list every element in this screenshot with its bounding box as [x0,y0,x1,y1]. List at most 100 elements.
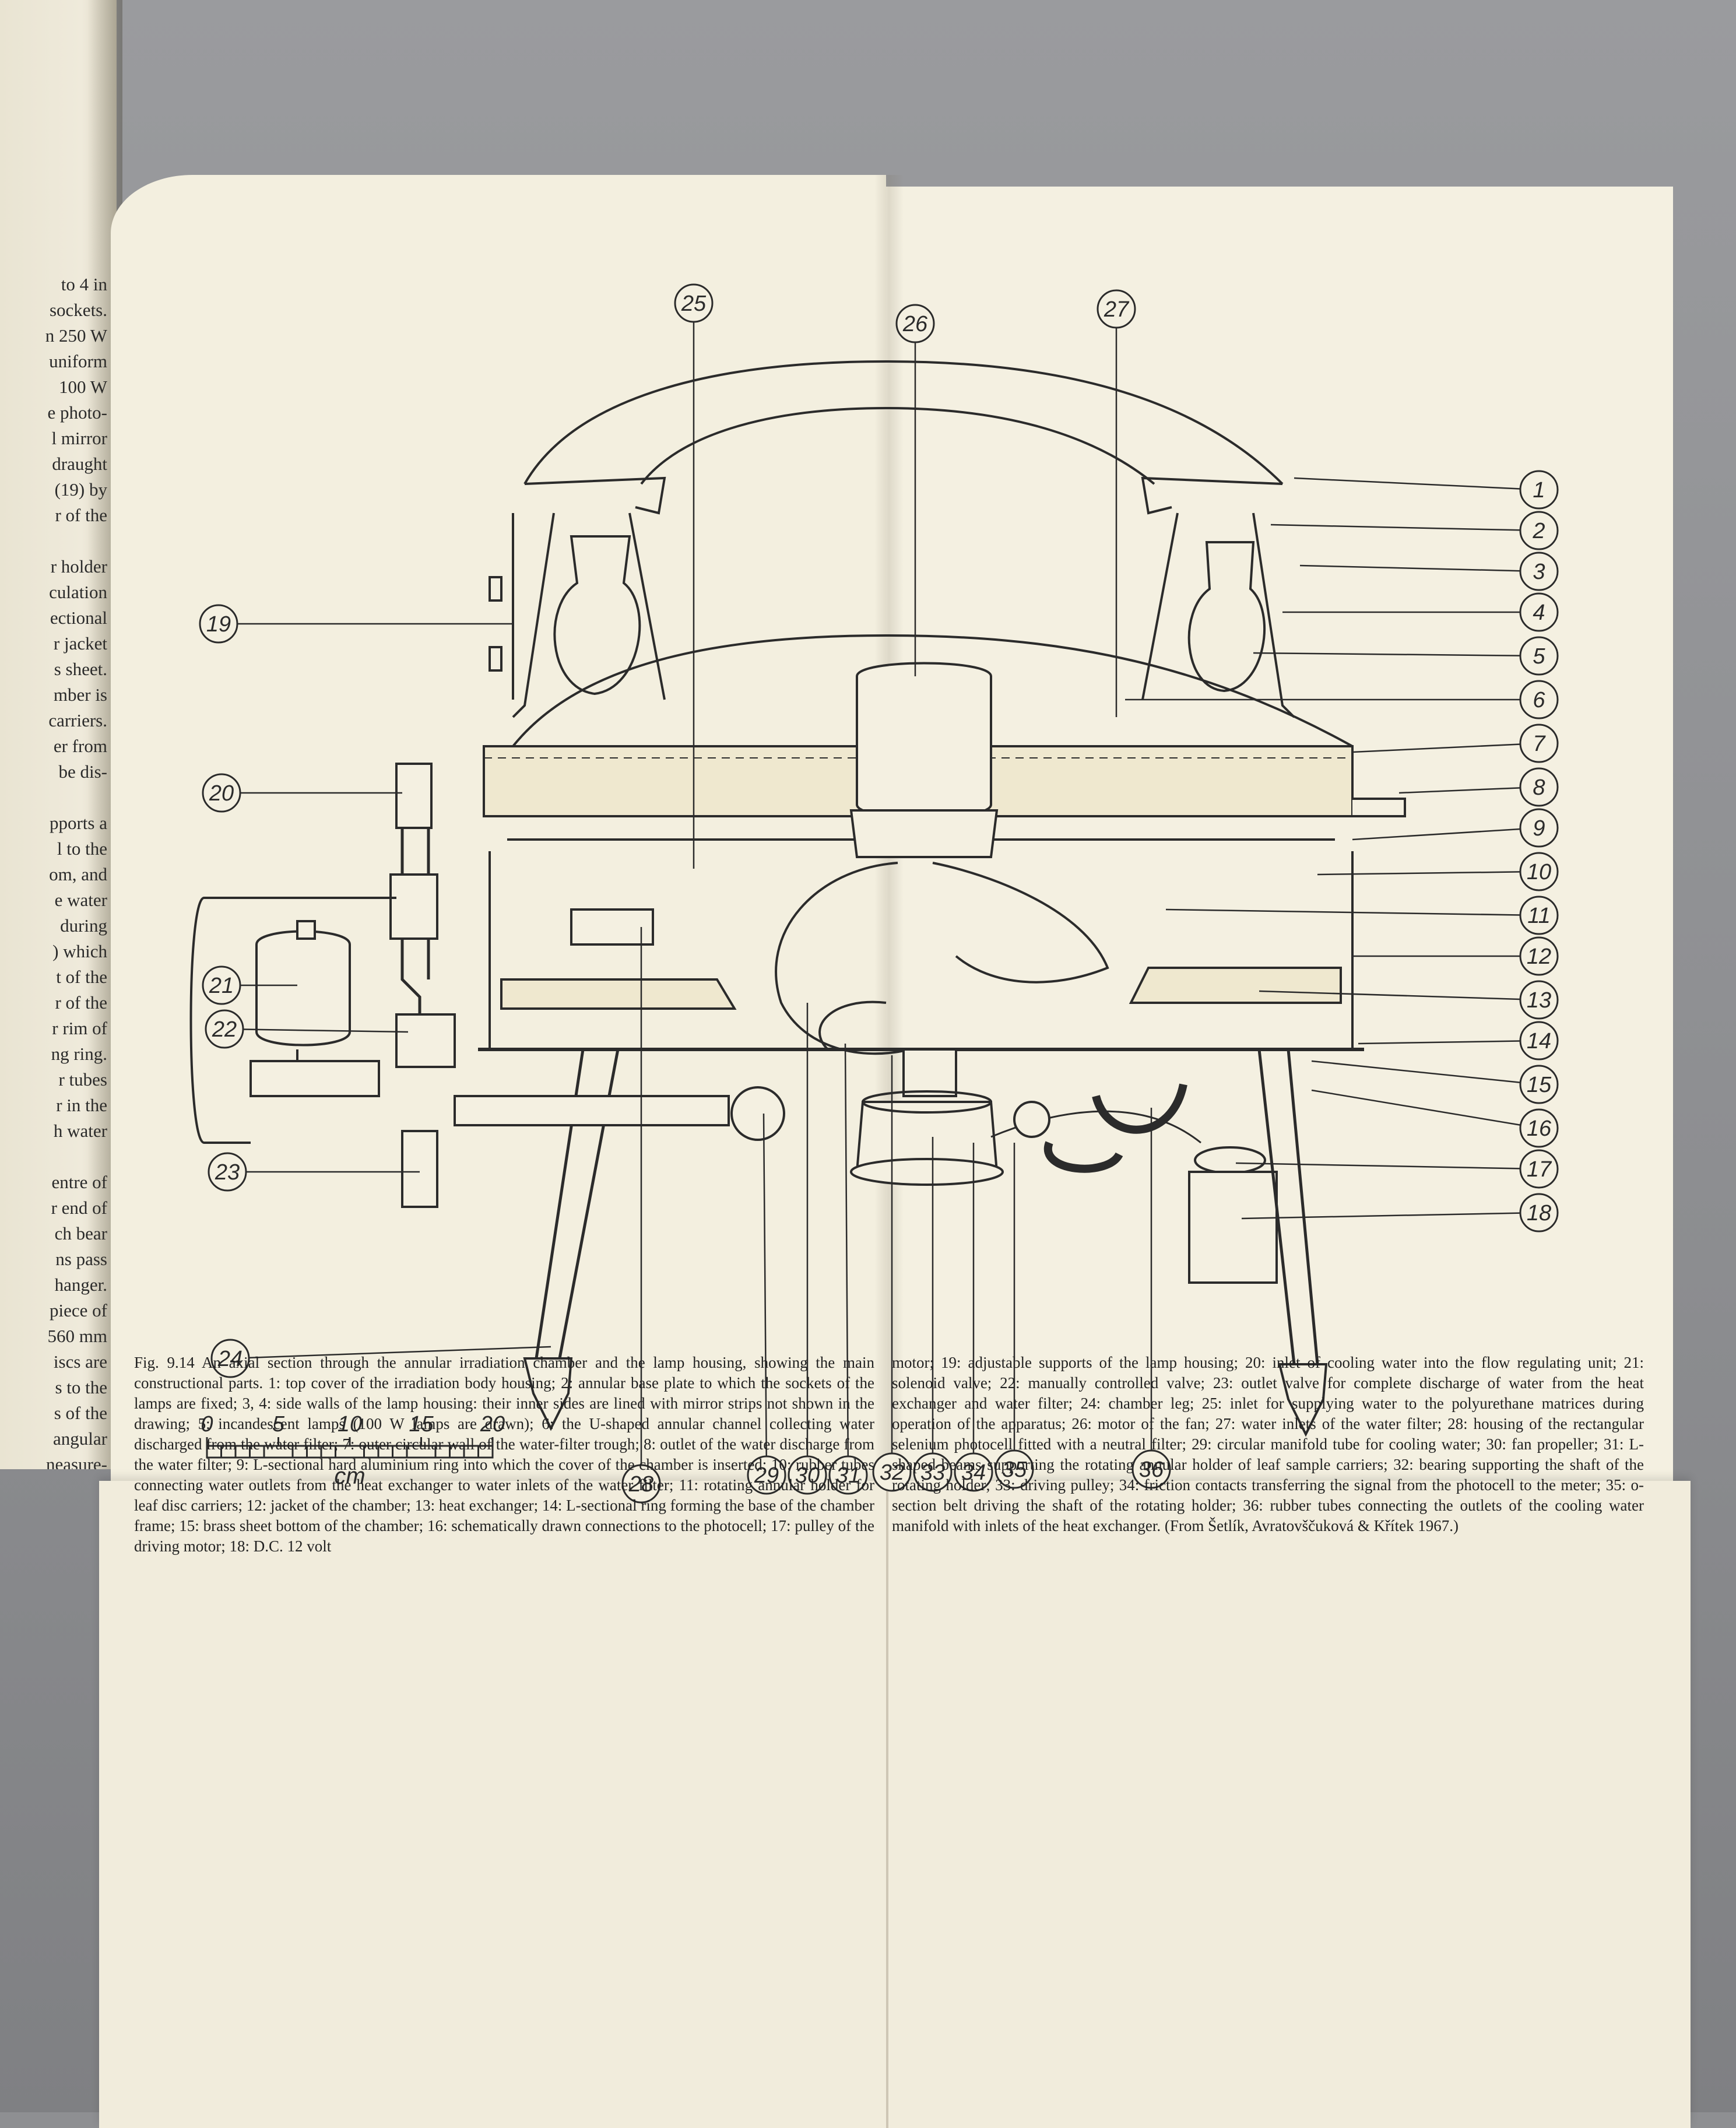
callout-number: 6 [1533,688,1545,712]
callout-number: 12 [1527,944,1551,969]
previous-page-line: t of the [56,967,107,987]
callout-31: 31 [828,1043,868,1495]
callout-circle [954,1452,993,1492]
leader-line [1294,477,1521,490]
foldout-flap [99,1481,1691,2128]
callout-circle [1519,1108,1559,1148]
previous-page-line: entre of [51,1172,107,1192]
callout-circle [1519,511,1559,550]
scale-tick-label: 0 [201,1412,213,1437]
callout-circle [674,283,714,323]
leader-line [1241,1212,1521,1220]
callout-circle [1519,808,1559,848]
previous-page-line: ectional [50,608,107,628]
callout-number: 34 [961,1460,986,1485]
previous-page-line: culation [49,582,107,602]
callout-circle [895,304,935,343]
callout-circle [208,1152,247,1192]
callout-circle [1519,1065,1559,1104]
callout-number: 17 [1527,1157,1552,1182]
previous-page-line: l mirror [51,428,107,448]
fan-propeller [775,862,910,1055]
callout-16: 16 [1311,1089,1559,1148]
chamber-leg-right [1278,1363,1328,1437]
callout-circle [210,1339,250,1378]
foldout-crease [886,1481,888,2128]
outlet-valve [401,1130,438,1208]
callout-26: 26 [895,304,935,676]
previous-page-line: piece of [50,1300,107,1321]
leader-line [1352,828,1521,841]
callout-33: 33 [913,1137,953,1492]
callout-number: 4 [1533,601,1545,625]
callout-circle [1519,636,1559,676]
callout-32: 32 [872,1055,912,1492]
leader-line [1253,652,1521,656]
previous-page-line: h water [53,1121,107,1141]
previous-page-line: n 250 W [45,325,107,346]
previous-page-line: r in the [56,1095,107,1115]
scale-tick-label: 10 [338,1412,362,1437]
callout-circle [202,773,241,813]
previous-page-line: r of the [55,505,107,525]
callout-number: 21 [209,974,234,998]
previous-page-line: e water [54,890,107,910]
callout-number: 20 [209,781,234,806]
callout-number: 2 [1532,519,1545,543]
caption-text-left: Fig. 9.14 An axial section through the a… [134,1354,874,1555]
previous-page-line: uniform [49,351,107,371]
callout-circle [1519,680,1559,719]
previous-page-line: s of the [54,1403,107,1423]
callout-20: 20 [202,773,402,813]
callout-25: 25 [674,283,714,869]
callout-circle [913,1452,953,1492]
callout-number: 25 [681,292,707,316]
manual-valve [395,1013,456,1068]
previous-page-line: l to the [57,838,107,859]
callout-number: 11 [1527,904,1550,928]
previous-page-line: sockets. [49,300,107,320]
callout-layer: 1234567891011121314151617181920212223242… [199,283,1559,1504]
photocell-housing [570,908,654,946]
previous-page-line: during [60,915,107,936]
callout-circle [1519,852,1559,891]
lamp-left [553,535,641,696]
figure-caption-right: motor; 19: adjustable supports of the la… [892,1353,1644,1536]
callout-circle [788,1455,827,1495]
callout-number: 31 [836,1463,860,1488]
callout-circle [1519,592,1559,632]
callout-5: 5 [1253,636,1559,676]
scale-tick-label: 5 [272,1412,285,1437]
scale-unit: cm [334,1463,365,1489]
callout-4: 4 [1282,592,1559,632]
callout-number: 1 [1533,478,1545,503]
leader-line [1270,524,1521,531]
leader-line [1165,908,1521,916]
callout-number: 5 [1533,644,1545,669]
callout-number: 23 [215,1160,240,1185]
callout-number: 36 [1139,1458,1164,1482]
previous-page-line: r of the [55,992,107,1013]
callout-30: 30 [788,1003,827,1495]
callout-circle [828,1455,868,1495]
callout-10: 10 [1317,852,1559,891]
leader-line [248,1346,551,1359]
previous-page-line: ng ring. [51,1044,107,1064]
callout-number: 27 [1104,297,1130,322]
callout-21: 21 [202,965,297,1005]
callout-circle [1519,470,1559,510]
callout-19: 19 [199,604,513,644]
scale-tick-label: 20 [480,1412,505,1437]
callout-number: 16 [1527,1116,1552,1141]
scale-tick-label: 15 [409,1412,434,1437]
figure-caption-left: Fig. 9.14 An axial section through the a… [134,1353,874,1557]
callout-circle [1519,980,1559,1020]
leader-line [1311,1089,1521,1126]
leader-line [1311,1060,1521,1083]
callout-circle [1519,552,1559,591]
callout-17: 17 [1235,1149,1559,1189]
callout-number: 19 [206,612,231,637]
previous-page-line: ) which [52,941,107,961]
previous-page-line: r holder [50,556,107,577]
callout-number: 8 [1533,775,1545,800]
